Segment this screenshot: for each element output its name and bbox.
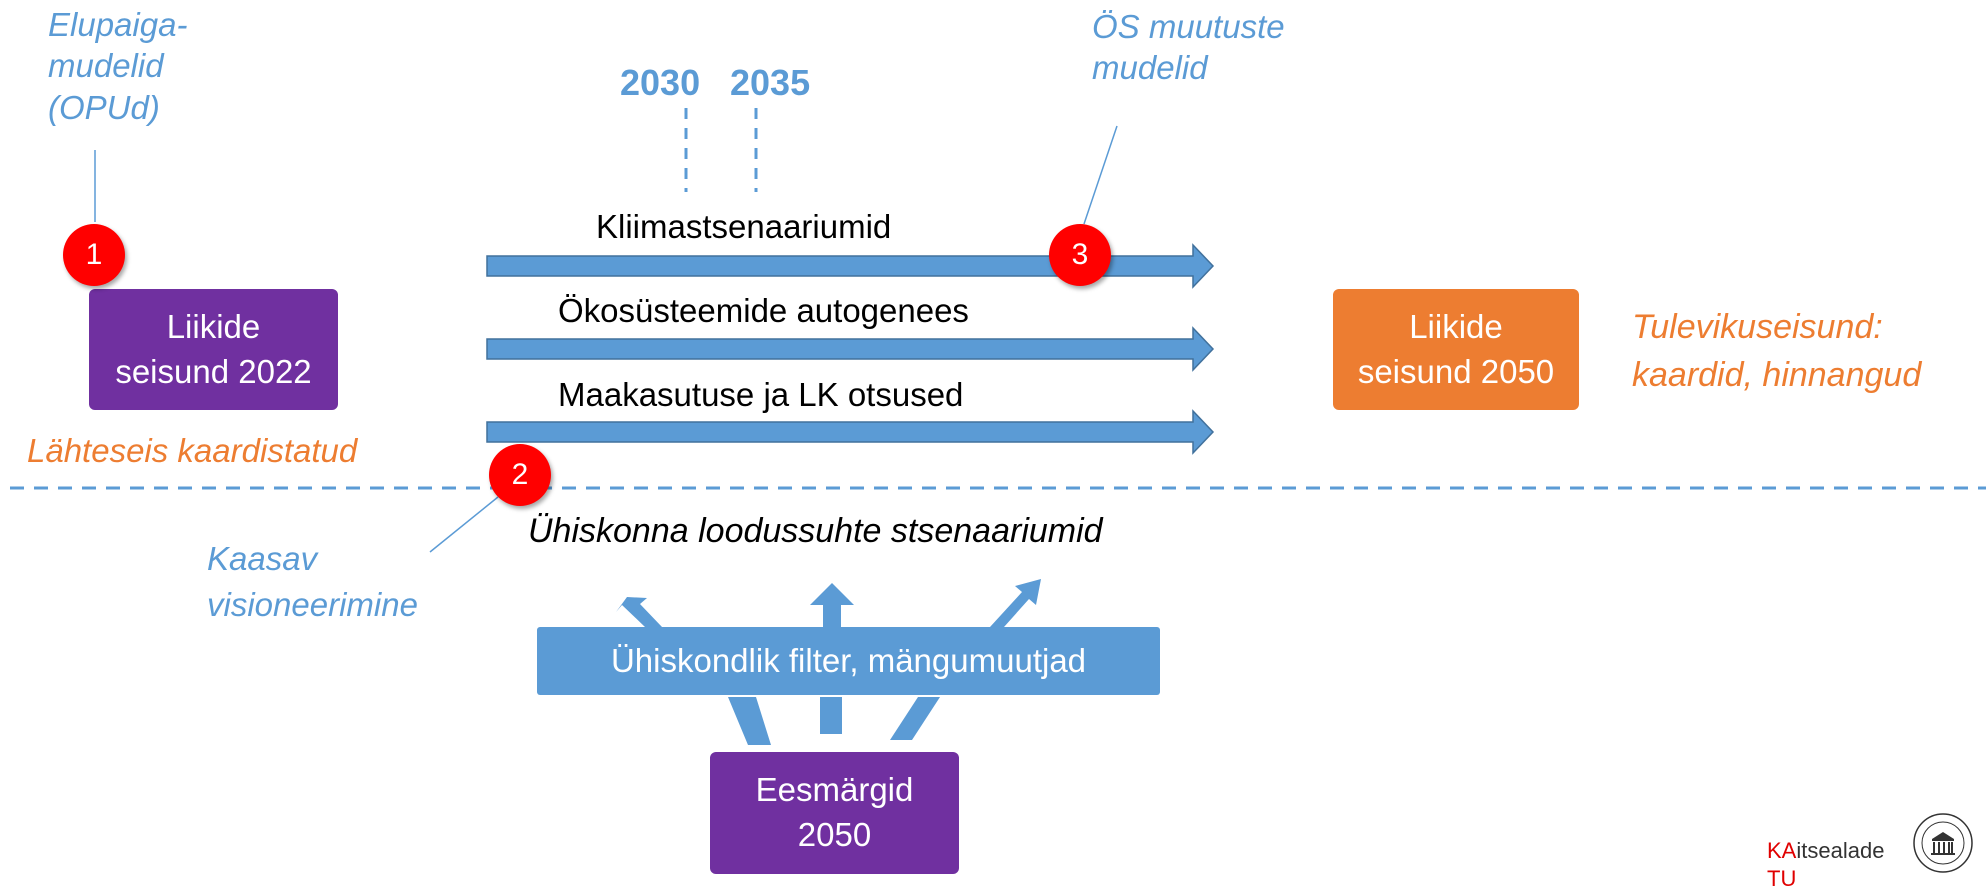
university-logo-text-line2: TU: [1767, 866, 1797, 891]
arrow-up-center: [810, 583, 854, 627]
arrow-landuse: [486, 409, 1215, 455]
es-models-note: ÖS muutuste mudelid: [1092, 8, 1285, 87]
arrow-label-landuse: Maakasutuse ja LK otsused: [558, 376, 964, 413]
goals-2050-box: Eesmärgid 2050: [710, 752, 959, 874]
arrow-goals-center: [820, 697, 842, 734]
arrow-label-autogenesis: Ökosüsteemide autogenees: [558, 292, 969, 329]
leader-line-3: [1083, 125, 1118, 225]
leader-line-2: [429, 496, 499, 553]
arrow-goals-right: [890, 697, 940, 740]
university-seal-icon: [1913, 813, 1973, 873]
arrow-label-climate: Kliimastsenaariumid: [596, 208, 892, 245]
filter-box: Ühiskondlik filter, mängumuutjad: [537, 627, 1160, 695]
arrow-goals-left: [728, 697, 771, 745]
future-state-note: Tulevikuseisund: kaardid, hinnangud: [1632, 308, 1922, 394]
arrow-up-left: [616, 597, 662, 627]
habitat-models-note: Elupaiga- mudelid (OPUd): [48, 6, 188, 126]
arrow-climate: [486, 243, 1215, 289]
year-2030: 2030: [620, 62, 701, 103]
society-scenarios-label: Ühiskonna loodussuhte stsenaariumid: [528, 512, 1103, 550]
badge-3: 3: [1049, 224, 1111, 286]
university-logo-text: KAitsealade: [1767, 838, 1885, 863]
year-2035: 2035: [730, 62, 811, 103]
species-2050-box: Liikide seisund 2050: [1333, 289, 1579, 410]
badge-2: 2: [489, 444, 551, 506]
baseline-note: Lähteseis kaardistatud: [27, 432, 358, 469]
diagram-lines: [10, 108, 1986, 745]
species-2022-box: Liikide seisund 2022: [89, 289, 338, 410]
arrow-up-right: [990, 579, 1041, 627]
badge-1: 1: [63, 224, 125, 286]
arrow-autogenesis: [486, 326, 1215, 372]
inclusive-vision-note: Kaasav visioneerimine: [207, 540, 418, 624]
